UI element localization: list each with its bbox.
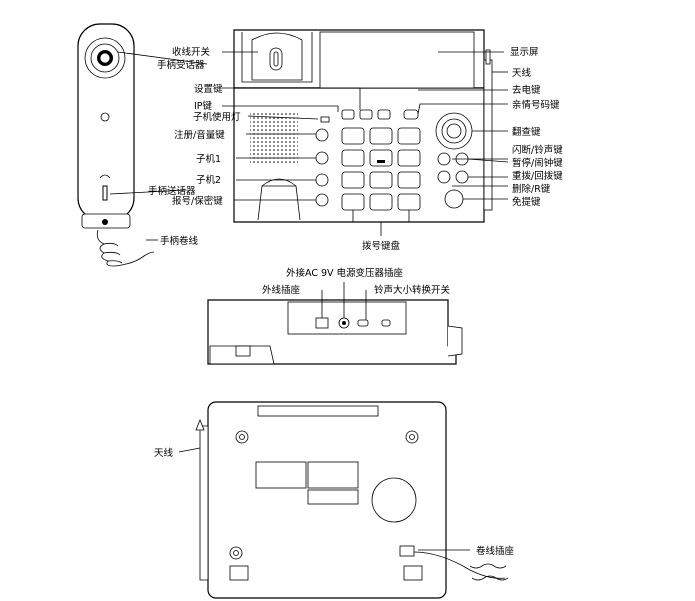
label-delete-r-key: 删除/R键 — [512, 183, 551, 195]
label-handset-in-use-led: 子机使用灯 — [193, 111, 241, 123]
label-browse-key: 翻查键 — [512, 126, 541, 138]
label-line-jack: 外线插座 — [262, 284, 301, 296]
label-register-volume-key: 注册/音量键 — [174, 129, 225, 141]
leader-lines — [109, 51, 509, 551]
label-settings-key: 设置键 — [194, 83, 223, 95]
label-display: 显示屏 — [510, 47, 539, 58]
handset — [77, 23, 155, 267]
label-handset-2: 子机2 — [196, 174, 221, 186]
label-handset-transmitter: 手柄送话器 — [148, 185, 196, 197]
label-ac-adapter-jack: 外接AC 9V 电源变压器插座 — [286, 267, 404, 279]
label-handset-cord: 手柄卷线 — [160, 235, 199, 247]
label-family-number-key: 亲情号码键 — [512, 99, 560, 111]
keypad-keys — [341, 127, 421, 211]
label-report-secret-key: 报号/保密键 — [172, 195, 223, 207]
base-bottom-view — [195, 401, 509, 599]
label-flash-ring-key: 闪断/铃声键 — [512, 144, 563, 156]
labels: 收线开关 手柄受话器 设置键 IP键 子机使用灯 注册/音量键 子机1 子机2 … — [148, 46, 563, 557]
label-redial-callback-key: 重拨/回拨键 — [512, 170, 563, 182]
base-front-view — [233, 29, 493, 223]
label-ip-key: IP键 — [194, 100, 213, 112]
label-pause-alarm-key: 暂停/闹钟键 — [512, 157, 563, 169]
label-handset-1: 子机1 — [196, 153, 221, 165]
label-handset-receiver: 手柄受话器 — [157, 59, 205, 71]
label-keypad: 拨号键盘 — [362, 240, 401, 252]
base-rear-view — [207, 299, 463, 365]
label-hook-switch: 收线开关 — [172, 46, 211, 58]
label-antenna: 天线 — [512, 67, 532, 79]
label-antenna-bottom: 天线 — [154, 447, 174, 459]
label-cord-jack: 卷线插座 — [476, 545, 515, 557]
label-handsfree-key: 免提键 — [512, 196, 541, 208]
speaker-grille — [250, 112, 298, 164]
label-outgoing-key: 去电键 — [512, 84, 541, 96]
label-ringer-switch: 铃声大小转换开关 — [374, 284, 451, 296]
